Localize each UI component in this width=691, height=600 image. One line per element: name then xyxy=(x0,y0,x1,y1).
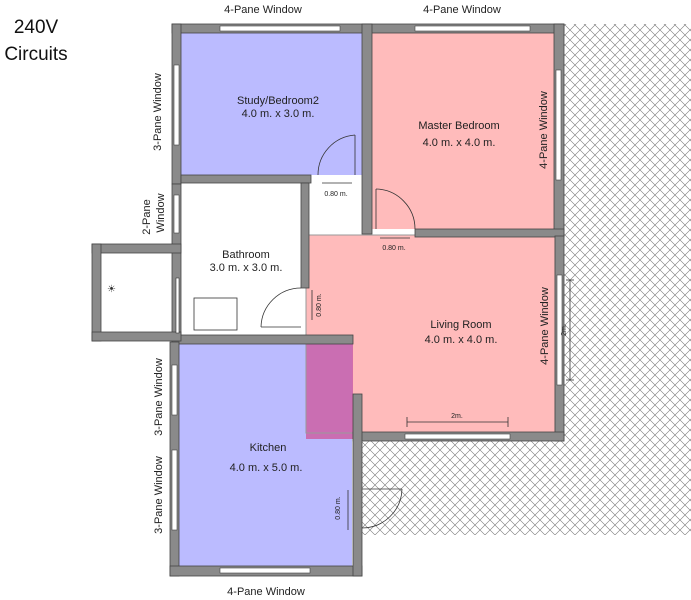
overlap-zone xyxy=(306,342,353,439)
deck-hatch-east xyxy=(562,24,691,535)
window-label-top-right: 4-Pane Window xyxy=(423,4,501,16)
bath-fixture-side xyxy=(175,277,180,334)
master-room-fill xyxy=(372,33,554,229)
light-icon: ☀ xyxy=(107,284,116,295)
living-room-name: Living Room xyxy=(430,319,491,331)
door-width-study: 0.80 m. xyxy=(324,191,347,198)
plan-title-line1: 240V xyxy=(14,17,59,38)
window-label-bottom: 4-Pane Window xyxy=(227,586,305,598)
door-width-kitchen: 0.80 m. xyxy=(335,496,342,519)
window-label-kitchen-left-upper: 3-Pane Window xyxy=(153,358,165,436)
bathroom-name: Bathroom xyxy=(222,249,270,261)
window-label-kitchen-left-lower: 3-Pane Window xyxy=(153,456,165,534)
living-room-size: 4.0 m. x 4.0 m. xyxy=(425,334,498,346)
study-room-fill xyxy=(181,33,362,175)
master-room-size: 4.0 m. x 4.0 m. xyxy=(423,137,496,149)
master-room-name: Master Bedroom xyxy=(418,120,499,132)
plan-title-line2: Circuits xyxy=(4,44,67,65)
window-openings xyxy=(171,25,563,574)
bath-fixture xyxy=(193,297,238,331)
window-label-bath-left-2: Window xyxy=(155,193,167,232)
kitchen-room-name: Kitchen xyxy=(250,442,287,454)
deck-hatch-south xyxy=(362,440,562,535)
study-room-name: Study/Bedroom2 xyxy=(237,95,319,107)
opening-measure: 2m. xyxy=(451,413,463,420)
window-label-study-left: 3-Pane Window xyxy=(152,73,164,151)
kitchen-room-size: 4.0 m. x 5.0 m. xyxy=(230,462,303,474)
dimension-lines xyxy=(311,182,574,530)
door-width-master: 0.80 m. xyxy=(382,245,405,252)
window-label-top-left: 4-Pane Window xyxy=(224,4,302,16)
study-room-size: 4.0 m. x 3.0 m. xyxy=(242,108,315,120)
door-width-bath: 0.80 m. xyxy=(316,293,323,316)
window-label-master-right: 4-Pane Window xyxy=(538,91,550,169)
window-label-living-right: 4-Pane Window xyxy=(539,287,551,365)
bathroom-size: 3.0 m. x 3.0 m. xyxy=(210,262,283,274)
window-label-bath-left-1: 2-Pane xyxy=(141,199,153,234)
side-measure: 2m. xyxy=(561,324,568,336)
doors xyxy=(260,134,416,529)
